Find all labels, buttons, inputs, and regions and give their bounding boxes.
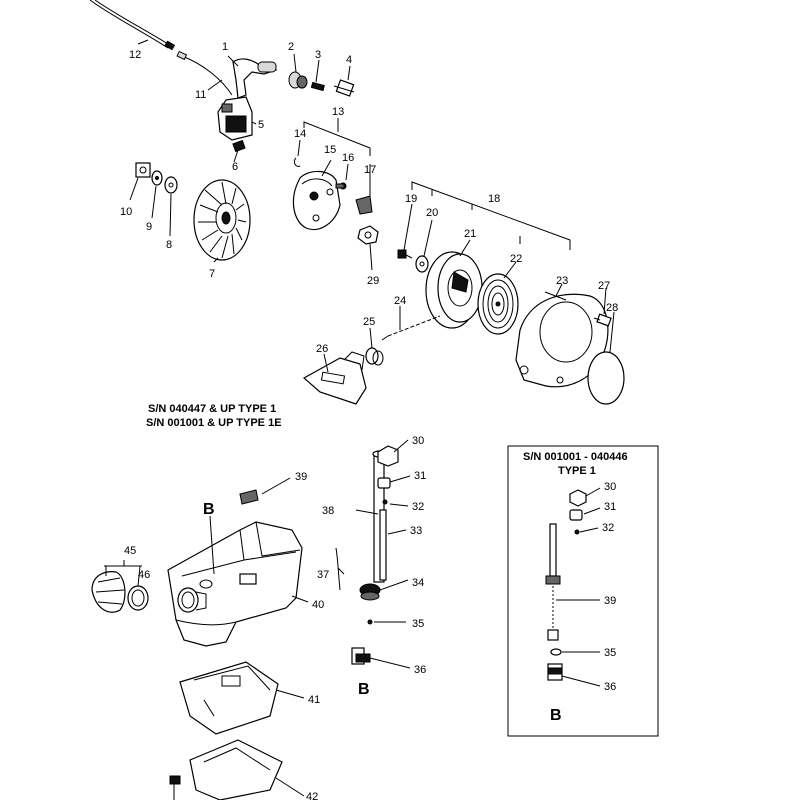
- callout-8: 8: [166, 239, 172, 251]
- rope-insert-part: [365, 347, 384, 366]
- inset-caption-serial: S/N 001001 - 040446: [523, 451, 628, 463]
- ignition-coil-part: [217, 58, 278, 141]
- callout-15: 15: [324, 144, 336, 156]
- clutch-assembly-part: [292, 157, 373, 231]
- callout-6: 6: [232, 161, 238, 173]
- caption-type-1: S/N 040447 & UP TYPE 1: [148, 403, 276, 415]
- bolt-part: [232, 139, 246, 163]
- fuel-cap-part: [91, 571, 149, 613]
- inset-ref-letter-b: B: [550, 707, 562, 724]
- callout-46: 46: [138, 569, 150, 581]
- callout-5: 5: [258, 119, 264, 131]
- tank-guard-part: [169, 739, 283, 800]
- callout-19: 19: [405, 193, 417, 205]
- nut-part: [357, 225, 379, 245]
- ref-letter-b-tank: B: [203, 501, 215, 518]
- callout-31: 31: [414, 470, 426, 482]
- inset-box: [507, 445, 659, 737]
- bottom-leader-lines: [104, 439, 411, 797]
- inset-pickup-parts: [545, 489, 587, 681]
- throttle-cable-part: [89, 0, 176, 51]
- callout-45: 45: [124, 545, 136, 557]
- inset-callout-35: 35: [604, 647, 616, 659]
- callout-18: 18: [488, 193, 500, 205]
- callout-1: 1: [222, 41, 228, 53]
- callout-42: 41: [308, 694, 320, 706]
- callout-43: 42: [306, 791, 318, 800]
- inset-callout-36: 36: [604, 681, 616, 693]
- bracket-13: [303, 121, 371, 156]
- fuel-filter-part: [351, 619, 373, 665]
- spark-plug-parts: [288, 71, 355, 97]
- screen-part: [587, 351, 625, 405]
- callout-40: 39: [295, 471, 307, 483]
- callout-16: 16: [342, 152, 354, 164]
- callout-23: 23: [556, 275, 568, 287]
- screw-part: [593, 313, 612, 327]
- inset-callout-32: 32: [602, 522, 614, 534]
- callout-36: 36: [414, 664, 426, 676]
- callout-26: 26: [316, 343, 328, 355]
- caption-type-1e: S/N 001001 & UP TYPE 1E: [146, 417, 282, 429]
- nut-washer-parts: [135, 162, 178, 194]
- callout-17: 17: [364, 164, 376, 176]
- callout-33: 33: [410, 525, 422, 537]
- callout-7: 7: [209, 268, 215, 280]
- inset-callout-39: 39: [604, 595, 616, 607]
- callout-24: 24: [394, 295, 406, 307]
- inset-callout-31: 31: [604, 501, 616, 513]
- callout-28: 28: [606, 302, 618, 314]
- callout-10: 10: [120, 206, 132, 218]
- callout-20: 20: [426, 207, 438, 219]
- callout-14: 14: [294, 128, 306, 140]
- tank-shield-part: [179, 661, 279, 735]
- fuel-cap-small-part: [377, 445, 399, 505]
- starter-rope-part: [381, 315, 441, 341]
- fuel-tank-part: [167, 521, 303, 647]
- callout-29: 29: [367, 275, 379, 287]
- callout-3: 3: [315, 49, 321, 61]
- callout-38: 38: [322, 505, 334, 517]
- grommet-part: [239, 489, 259, 505]
- callout-34: 34: [412, 577, 424, 589]
- bracket-18-tick: [431, 190, 521, 244]
- callout-12: 12: [129, 49, 141, 61]
- bracket-18: [411, 181, 571, 250]
- callout-30: 30: [412, 435, 424, 447]
- fuel-tank-neck-part: [177, 587, 207, 613]
- callout-13: 13: [332, 106, 344, 118]
- callout-22: 22: [510, 253, 522, 265]
- starter-handle-part: [302, 351, 367, 405]
- callout-4: 4: [346, 54, 352, 66]
- inset-callout-30: 30: [604, 481, 616, 493]
- top-leader-lines: [129, 39, 615, 373]
- callout-41: 40: [312, 599, 324, 611]
- starter-pulley-part: [425, 251, 483, 329]
- callout-25: 25: [363, 316, 375, 328]
- callout-2: 2: [288, 41, 294, 53]
- callout-27: 27: [598, 280, 610, 292]
- recoil-spring-part: [477, 273, 519, 335]
- inset-leader-lines: [556, 487, 601, 687]
- callout-21: 21: [464, 228, 476, 240]
- ref-letter-b-filter: B: [358, 681, 370, 698]
- callout-9: 9: [146, 221, 152, 233]
- fuel-line-part: [335, 450, 387, 601]
- callout-11: 11: [195, 89, 206, 101]
- flywheel-part: [193, 179, 251, 261]
- callout-32: 32: [412, 501, 424, 513]
- stop-wire-part: [176, 50, 233, 96]
- callout-35: 35: [412, 618, 424, 630]
- inset-caption-type: TYPE 1: [558, 465, 596, 477]
- screw-washer-parts: [397, 249, 429, 273]
- callout-37: 37: [317, 569, 329, 581]
